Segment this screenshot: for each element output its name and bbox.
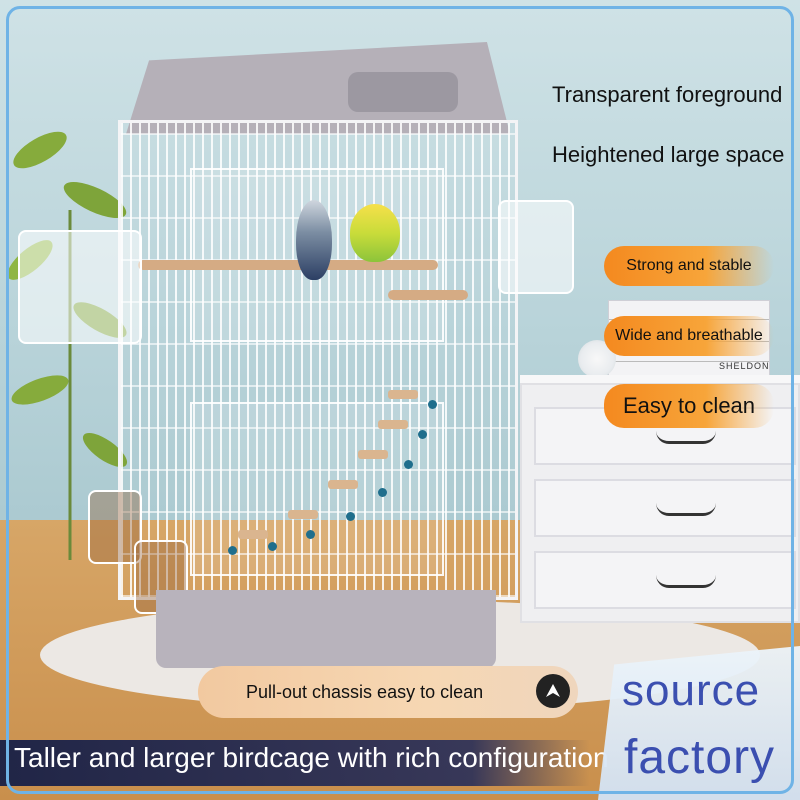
feature-strong: Strong and stable xyxy=(626,257,752,274)
side-perch xyxy=(388,290,468,300)
feature-wide: Wide and breathable xyxy=(615,327,763,344)
feature-transparent: Transparent foreground xyxy=(552,82,783,107)
drawer xyxy=(534,479,796,537)
blue-budgie xyxy=(296,200,332,280)
bottom-banner-band xyxy=(0,740,590,786)
drawer xyxy=(534,551,796,609)
bead-ladder xyxy=(178,370,478,555)
up-arrow-icon xyxy=(536,674,570,708)
badge-line-source: source xyxy=(622,666,761,715)
badge-line-factory: factory xyxy=(624,731,776,784)
pull-out-tray xyxy=(156,590,496,668)
source-factory-badge xyxy=(598,646,800,800)
feature-easy-badge: Easy to clean xyxy=(604,384,774,428)
bottom-banner-text: Taller and larger birdcage with rich con… xyxy=(14,742,609,773)
bath-feeder xyxy=(18,230,142,344)
side-feeder xyxy=(498,200,574,294)
image-frame xyxy=(6,6,794,794)
chassis-label: Pull-out chassis easy to clean xyxy=(246,681,484,702)
roof-vent xyxy=(348,72,458,112)
birdcage xyxy=(18,42,574,668)
feature-heightened: Heightened large space xyxy=(552,142,785,167)
feature-wide-badge: Wide and breathable xyxy=(604,316,774,356)
yellow-budgie xyxy=(350,204,400,262)
seed-cup xyxy=(88,490,142,564)
upper-perch xyxy=(138,260,438,270)
feature-strong-badge: Strong and stable xyxy=(604,246,774,286)
chassis-pill: Pull-out chassis easy to clean xyxy=(198,666,578,718)
book-label: SHELDON xyxy=(719,361,770,371)
feature-easy: Easy to clean xyxy=(622,393,756,418)
